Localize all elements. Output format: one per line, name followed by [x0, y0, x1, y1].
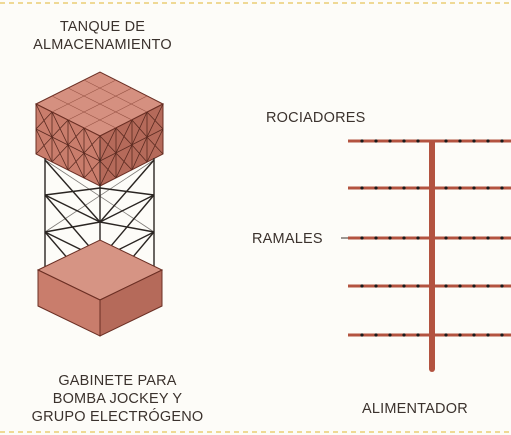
- cabinet-right-face: [99, 269, 163, 337]
- sprinkler-head: [444, 236, 448, 240]
- sprinkler-head: [388, 333, 392, 337]
- sprinkler-head: [388, 284, 392, 288]
- sprinkler-head: [416, 284, 420, 288]
- sprinkler-head: [444, 186, 448, 190]
- sprinkler-head: [458, 236, 462, 240]
- sprinkler-head: [360, 284, 364, 288]
- sprinklers-label: ROCIADORES: [266, 110, 366, 126]
- sprinkler-heads: [360, 139, 504, 337]
- sprinkler-head: [402, 236, 406, 240]
- sprinkler-head: [486, 333, 490, 337]
- sprinkler-head: [500, 284, 504, 288]
- sprinkler-head: [472, 284, 476, 288]
- sprinkler-head: [458, 284, 462, 288]
- sprinkler-head: [374, 236, 378, 240]
- sprinkler-head: [500, 333, 504, 337]
- sprinkler-head: [374, 186, 378, 190]
- sprinkler-head: [472, 186, 476, 190]
- sprinkler-head: [402, 139, 406, 143]
- sprinkler-head: [388, 186, 392, 190]
- sprinkler-head: [458, 333, 462, 337]
- sprinkler-head: [500, 139, 504, 143]
- sprinkler-head: [374, 139, 378, 143]
- sprinkler-head: [444, 139, 448, 143]
- sprinkler-head: [486, 186, 490, 190]
- sprinkler-head: [486, 236, 490, 240]
- sprinkler-head: [500, 186, 504, 190]
- sprinkler-head: [416, 236, 420, 240]
- sprinkler-head: [374, 284, 378, 288]
- tank-label-line-1: TANQUE DE: [59, 19, 146, 35]
- branches-label: RAMALES: [252, 231, 323, 247]
- sprinkler-head: [472, 139, 476, 143]
- sprinkler-head: [360, 236, 364, 240]
- sprinkler-head: [500, 236, 504, 240]
- sprinkler-head: [402, 186, 406, 190]
- sprinkler-head: [486, 284, 490, 288]
- sprinkler-head: [444, 284, 448, 288]
- sprinkler-head: [486, 139, 490, 143]
- sprinkler-head: [458, 139, 462, 143]
- sprinkler-head: [360, 186, 364, 190]
- cabinet-label-line-1: GABINETE PARA: [58, 373, 177, 389]
- cabinet-label-line-3: GRUPO ELECTRÓGENO: [31, 409, 204, 425]
- sprinkler-head: [402, 333, 406, 337]
- sprinkler-head: [374, 333, 378, 337]
- sprinkler-head: [416, 139, 420, 143]
- tank-label-line-2: ALMACENAMIENTO: [33, 37, 172, 53]
- sprinkler-head: [360, 139, 364, 143]
- sprinkler-head: [416, 333, 420, 337]
- sprinkler-head: [388, 139, 392, 143]
- sprinkler-head: [444, 333, 448, 337]
- sprinkler-head: [416, 186, 420, 190]
- feeder-label: ALIMENTADOR: [362, 401, 468, 417]
- feeder-pipe: [429, 141, 435, 372]
- cabinet-label-line-2: BOMBA JOCKEY Y: [52, 391, 183, 407]
- sprinkler-head: [472, 236, 476, 240]
- sprinkler-head: [402, 284, 406, 288]
- tank-label: TANQUE DE ALMACENAMIENTO: [0, 18, 205, 54]
- pump-cabinet: [36, 239, 164, 337]
- sprinkler-head: [360, 333, 364, 337]
- sprinkler-head: [458, 186, 462, 190]
- sprinkler-head: [472, 333, 476, 337]
- sprinkler-head: [388, 236, 392, 240]
- cabinet-label: GABINETE PARA BOMBA JOCKEY Y GRUPO ELECT…: [0, 372, 235, 426]
- storage-tank: [34, 71, 165, 187]
